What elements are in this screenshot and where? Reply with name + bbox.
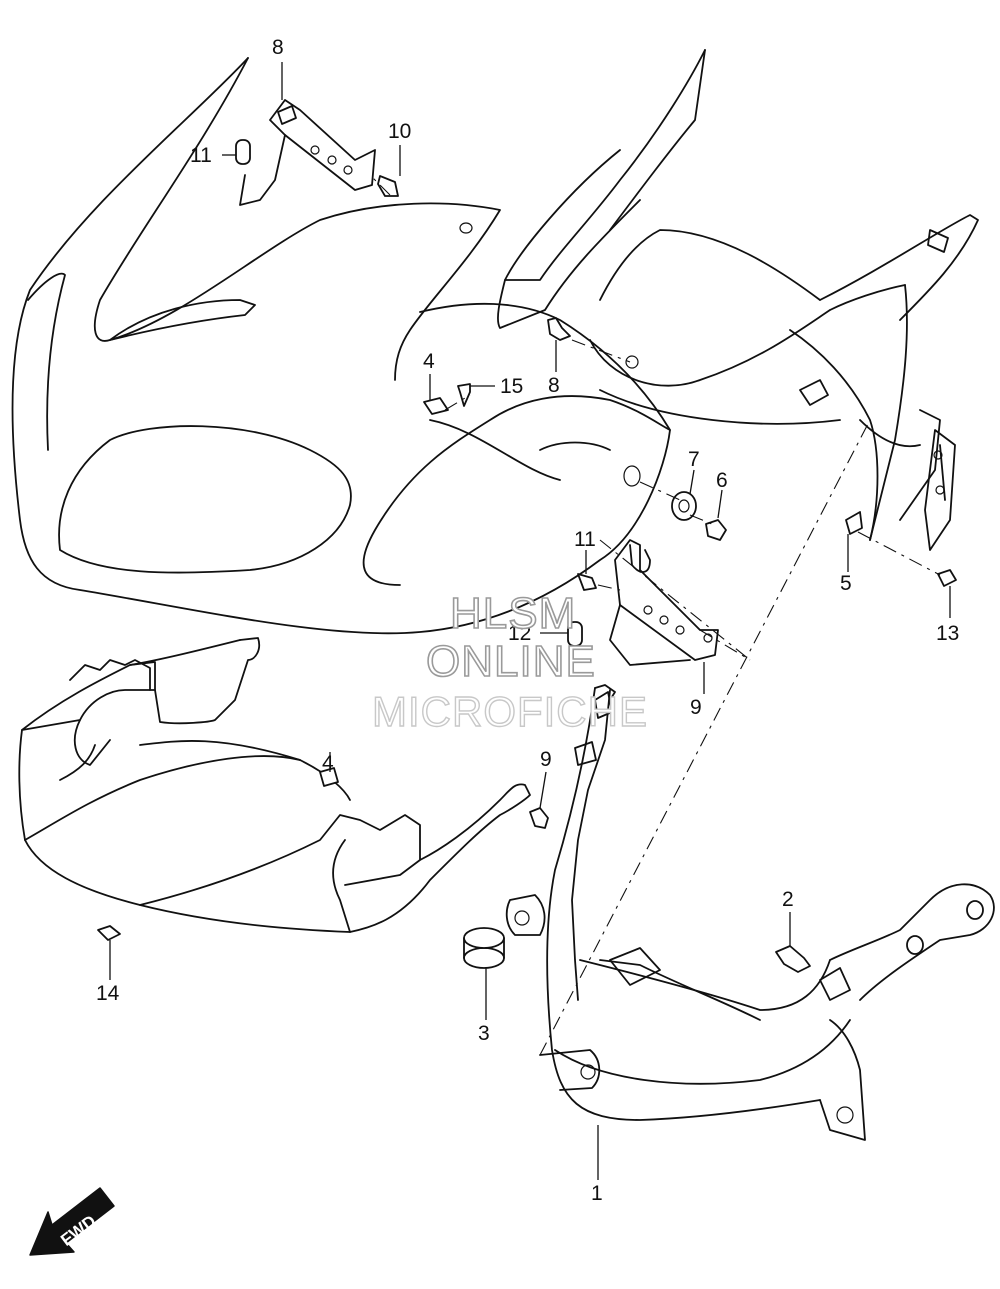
bolt-2 <box>775 945 811 973</box>
clip-5 <box>845 511 863 535</box>
leader-lines <box>109 62 951 1180</box>
screw-13 <box>937 569 957 587</box>
bolt-11-upper <box>377 175 399 197</box>
callout-8-upper: 8 <box>548 374 560 397</box>
callout-3: 3 <box>478 1022 490 1045</box>
fwd-arrow-icon <box>29 1187 115 1256</box>
callout-4-lower: 4 <box>322 752 334 775</box>
callout-7: 7 <box>688 448 700 471</box>
callout-2: 2 <box>782 888 794 911</box>
callout-1: 1 <box>591 1182 603 1205</box>
watermark: HLSM ONLINE MICROFICHE <box>371 588 648 736</box>
inner-panel <box>497 49 979 541</box>
assembly-lines <box>369 174 941 1056</box>
cowling-brace <box>505 684 995 1141</box>
callout-11-lower: 11 <box>574 528 596 551</box>
callout-labels: 8 10 11 4 15 8 7 6 11 12 9 5 13 4 9 14 3… <box>96 36 959 1205</box>
grommet-12-upper <box>235 139 251 165</box>
rivet-8-lower <box>529 807 549 829</box>
callout-6: 6 <box>716 469 728 492</box>
clip-4-upper <box>423 397 449 415</box>
callout-11-upper: 10 <box>388 120 411 143</box>
callout-10: 9 <box>690 696 702 719</box>
callout-14: 14 <box>96 982 120 1005</box>
screw-15 <box>457 383 471 407</box>
bolt-11-lower <box>577 573 597 591</box>
rivet-8-upper <box>547 317 571 341</box>
callout-12-upper: 11 <box>190 144 212 167</box>
watermark-line3: MICROFICHE <box>372 688 648 735</box>
bracket-10 <box>609 539 719 666</box>
hardware <box>97 139 957 973</box>
under-cowling <box>18 637 531 933</box>
side-bracket <box>924 429 956 551</box>
callout-5: 5 <box>840 572 852 595</box>
watermark-line2: ONLINE <box>426 637 596 686</box>
callout-12-lower: 12 <box>508 622 531 645</box>
callout-13: 13 <box>936 622 959 645</box>
bracket-9 <box>239 99 376 206</box>
callout-9: 8 <box>272 36 284 59</box>
watermark-line1: HLSM <box>450 589 576 638</box>
screw-6 <box>705 519 727 541</box>
clip-4-lower <box>319 767 339 787</box>
grommet-12-lower <box>567 621 583 647</box>
cushion-3 <box>463 947 505 969</box>
callout-8-lower: 9 <box>540 748 552 771</box>
callout-4-upper: 4 <box>423 350 435 373</box>
screw-14 <box>97 925 121 941</box>
fwd-arrow: FWD <box>29 1187 115 1256</box>
upper-cowling <box>11 57 671 635</box>
callout-15: 15 <box>500 375 523 398</box>
